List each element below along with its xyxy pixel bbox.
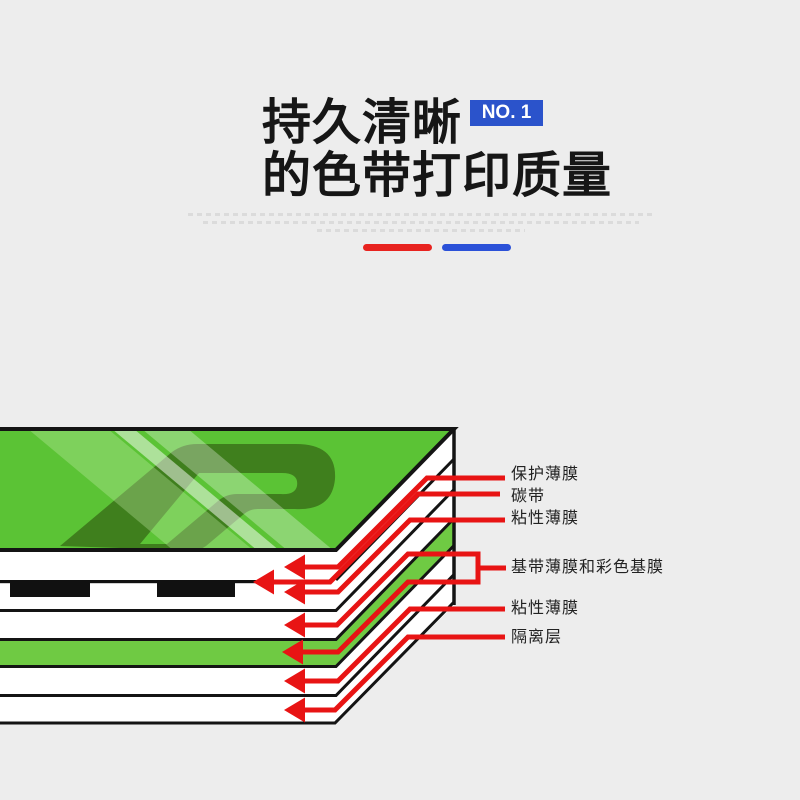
top-face-outline [0,427,459,552]
label-adhesive-film-upper: 粘性薄膜 [511,510,580,527]
gloss-stripe-soft [28,429,254,551]
label-release-layer: 隔离层 [511,629,563,646]
no1-badge: NO. 1 [470,100,543,126]
brand-logo [60,444,336,551]
label-carbon-ribbon: 碳带 [511,488,546,505]
leader-release-layer [288,634,505,713]
leader-adhesive-film-lower [288,606,505,684]
gloss-stripe-bright [112,429,280,551]
red-underline-bar [363,244,432,251]
watermark-row [188,213,654,216]
watermark-row [317,229,525,232]
leader-arrowheads [253,554,305,723]
arrowhead [284,612,305,638]
arrowhead [284,579,305,605]
arrowhead [284,554,305,580]
carbon-ribbon-layer [0,580,256,597]
label-protective-film: 保护薄膜 [511,466,580,483]
arrowhead [282,639,303,665]
leader-base-film-white [288,551,478,628]
watermark-row [203,221,639,224]
arrowhead [284,697,305,723]
arrowhead [284,668,305,694]
label-adhesive-film-lower: 粘性薄膜 [511,600,580,617]
leader-base-film-green [286,579,478,655]
arrowhead [253,569,274,595]
leader-adhesive-film-upper [288,517,505,595]
label-base-film: 基带薄膜和彩色基膜 [511,559,665,576]
leader-lines [257,475,506,713]
blue-underline-bar [442,244,511,251]
leader-bracket [475,551,506,585]
page-title-line2: 的色带打印质量 [262,149,613,203]
base-film-green-layer [0,519,454,667]
layer-boundary-lines [0,457,456,725]
page-title-line1: 持久清晰 [262,96,463,150]
leader-protective-film [288,475,505,570]
leader-carbon-ribbon [257,491,500,585]
watermark-text-rows [188,213,654,237]
gloss-stripe-wide [142,429,334,551]
